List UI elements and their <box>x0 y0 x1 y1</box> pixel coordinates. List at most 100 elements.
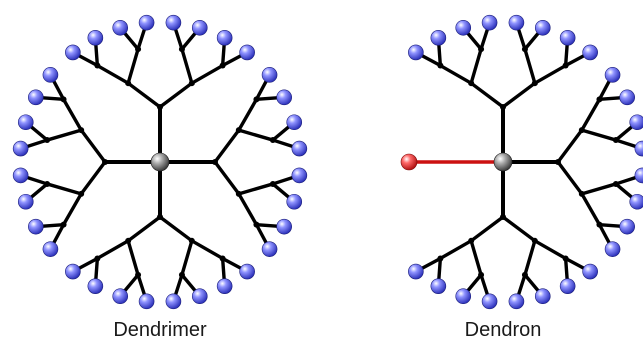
branch-point <box>235 127 242 134</box>
branch-bond <box>126 81 162 109</box>
terminal-group <box>481 14 498 31</box>
terminal-group <box>430 30 447 46</box>
branch-bond <box>438 239 473 261</box>
terminal-group <box>582 44 598 61</box>
terminal-group <box>534 19 551 36</box>
branch-point <box>135 46 142 53</box>
terminal-group <box>291 167 308 184</box>
branch-point <box>157 214 163 220</box>
branch-point <box>437 62 444 69</box>
terminal-group <box>286 114 303 131</box>
branch-bond <box>190 63 225 85</box>
dendron-structure <box>400 14 643 310</box>
branch-point <box>468 80 475 87</box>
branch-point <box>125 80 132 87</box>
terminal-group <box>582 263 598 280</box>
terminal-group <box>261 241 278 257</box>
branch-bond <box>523 47 537 85</box>
branch-bond <box>237 97 259 132</box>
branch-point <box>212 159 218 165</box>
branch-bond <box>190 239 225 261</box>
branch-bond <box>523 239 537 277</box>
dendron-caption: Dendron <box>464 319 542 341</box>
terminal-group <box>216 278 233 294</box>
branch-point <box>188 237 195 244</box>
terminal-group <box>619 218 635 235</box>
terminal-group <box>286 193 303 210</box>
terminal-group <box>408 263 424 280</box>
branch-bond <box>438 63 473 85</box>
terminal-group <box>112 19 129 36</box>
terminal-group <box>534 288 551 305</box>
terminal-group <box>191 19 208 36</box>
terminal-group <box>28 89 44 106</box>
branch-point <box>219 62 226 69</box>
terminal-group <box>216 30 233 46</box>
terminal-group <box>455 19 472 36</box>
branch-point <box>178 271 185 278</box>
branch-point <box>531 80 538 87</box>
branch-point <box>562 62 569 69</box>
branch-point <box>219 255 226 262</box>
terminal-group <box>239 44 255 61</box>
branch-bond <box>95 63 130 85</box>
dendrimer-structure <box>12 14 308 310</box>
branch-bond <box>126 239 140 277</box>
terminal-group <box>408 44 424 61</box>
terminal-group <box>191 288 208 305</box>
branch-point <box>612 137 619 144</box>
terminal-group <box>629 193 643 210</box>
terminal-group <box>430 278 447 294</box>
terminal-group <box>559 278 576 294</box>
terminal-group <box>559 30 576 46</box>
branch-bond <box>95 239 130 261</box>
terminal-group <box>17 193 34 210</box>
terminal-group <box>276 89 292 106</box>
branch-point <box>500 104 506 110</box>
branch-bond <box>533 239 568 261</box>
branch-bond <box>469 215 505 243</box>
branch-point <box>578 127 585 134</box>
core-atom <box>493 152 513 172</box>
terminal-group <box>481 293 498 310</box>
branch-point <box>531 237 538 244</box>
branch-bond <box>158 81 194 109</box>
terminal-group <box>629 114 643 131</box>
branch-point <box>555 159 561 165</box>
terminal-group <box>604 241 621 257</box>
branch-point <box>500 214 506 220</box>
branch-bond <box>61 192 83 227</box>
terminal-group <box>634 167 643 184</box>
branch-point <box>44 180 51 187</box>
terminal-group <box>87 278 104 294</box>
branch-point <box>102 159 108 165</box>
terminal-group <box>138 14 155 31</box>
branch-bond <box>501 215 537 243</box>
branch-point <box>188 80 195 87</box>
branch-bond <box>533 63 568 85</box>
branch-bond <box>501 81 537 109</box>
terminal-group <box>42 241 59 257</box>
branch-bond <box>469 239 483 277</box>
branch-point <box>521 271 528 278</box>
branch-point <box>78 190 85 197</box>
branch-bond <box>126 215 162 243</box>
terminal-group <box>12 140 29 157</box>
terminal-group <box>138 293 155 310</box>
focal-point <box>400 153 418 171</box>
branch-bond <box>45 182 83 196</box>
branch-bond <box>237 182 275 196</box>
branch-bond <box>126 47 140 85</box>
dendrimer-caption: Dendrimer <box>113 319 207 341</box>
branch-point <box>157 104 163 110</box>
branch-point <box>269 180 276 187</box>
branch-point <box>596 221 603 228</box>
terminal-group <box>87 30 104 46</box>
branch-bond <box>556 128 584 164</box>
branch-bond <box>213 160 241 196</box>
terminal-group <box>165 14 182 31</box>
terminal-group <box>508 293 525 310</box>
branch-bond <box>79 160 107 196</box>
branch-bonds <box>414 20 643 304</box>
